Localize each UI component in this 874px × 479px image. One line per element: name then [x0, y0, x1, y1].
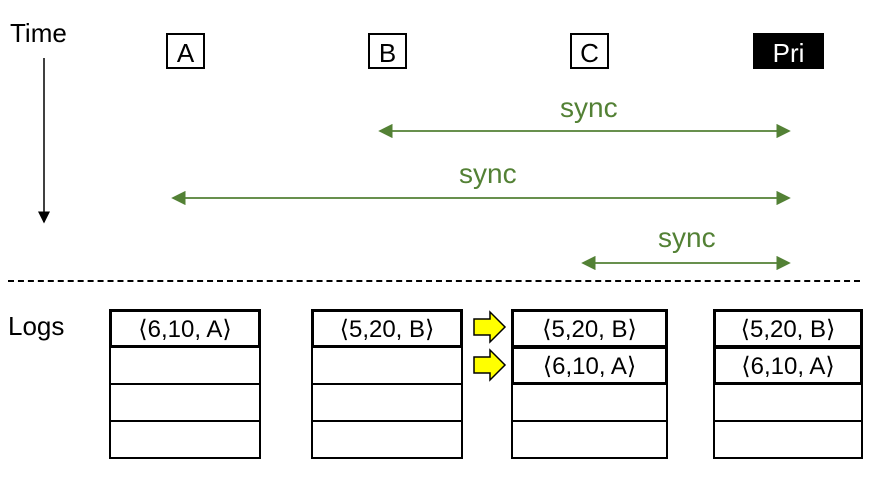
log-entry [713, 420, 863, 459]
log-entry [311, 420, 463, 459]
logs-label: Logs [8, 311, 65, 341]
sync-label-b-pri: sync [560, 92, 618, 123]
log-a: ⟨6,10, A⟩ [109, 309, 261, 459]
log-entry [511, 420, 668, 459]
log-b: ⟨5,20, B⟩ [311, 309, 463, 459]
log-entry: ⟨5,20, B⟩ [713, 309, 863, 348]
sync-label-a-pri: sync [459, 158, 517, 189]
log-entry [311, 346, 463, 385]
log-entry [109, 383, 261, 422]
time-logs-separator [8, 280, 860, 282]
node-b: B [368, 33, 407, 69]
log-entry: ⟨6,10, A⟩ [713, 346, 863, 385]
log-primary: ⟨5,20, B⟩ ⟨6,10, A⟩ [713, 309, 863, 459]
log-entry: ⟨6,10, A⟩ [109, 309, 261, 348]
node-a: A [166, 33, 205, 69]
log-entry [109, 346, 261, 385]
right-arrow-icon [473, 310, 507, 344]
log-entry [713, 383, 863, 422]
log-c: ⟨5,20, B⟩ ⟨6,10, A⟩ [511, 309, 668, 459]
log-entry: ⟨5,20, B⟩ [311, 309, 463, 348]
node-c: C [570, 33, 609, 69]
log-entry: ⟨5,20, B⟩ [511, 309, 668, 348]
log-entry [511, 383, 668, 422]
log-entry [311, 383, 463, 422]
log-entry: ⟨6,10, A⟩ [511, 346, 668, 385]
node-primary: Pri [753, 33, 824, 69]
right-arrow-icon [473, 348, 507, 382]
time-label: Time [10, 18, 67, 48]
sync-label-c-pri: sync [658, 222, 716, 253]
log-entry [109, 420, 261, 459]
